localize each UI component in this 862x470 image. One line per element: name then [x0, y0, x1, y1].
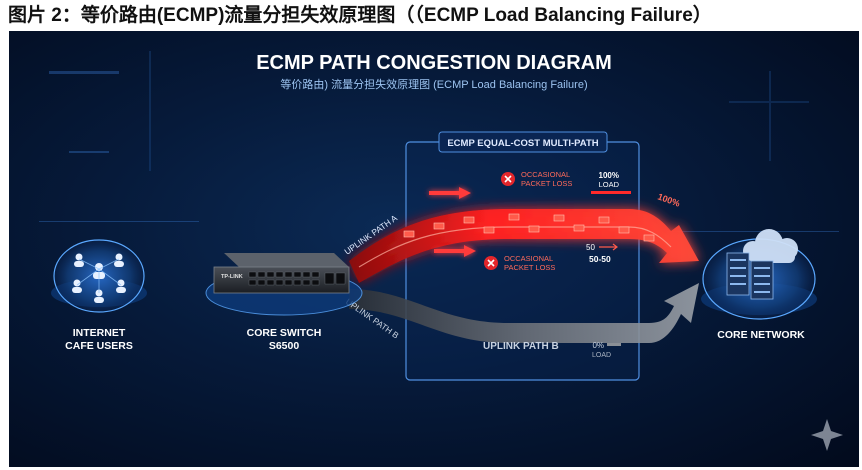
uplink-path-b	[349, 283, 699, 343]
path-b-load-bar	[607, 343, 621, 346]
path-a-load-bar	[591, 191, 631, 194]
warning-bottom-line1: OCCASIONAL	[504, 254, 553, 263]
warning-top-line1: OCCASIONAL	[521, 170, 570, 179]
figure-caption: 图片 2：等价路由(ECMP)流量分担失效原理图（（ECMP Load Bala…	[8, 5, 712, 26]
users-node	[51, 239, 147, 313]
path-a-load-value: 100%	[599, 171, 619, 180]
diagram-title: ECMP PATH CONGESTION DIAGRAM	[256, 52, 612, 74]
switch-node: TP-LINK	[205, 253, 363, 316]
flow-arrows	[429, 187, 476, 257]
packet	[433, 222, 445, 230]
packet	[403, 230, 415, 238]
warning-bottom: OCCASIONAL PACKET LOSS	[484, 254, 555, 272]
packet	[528, 225, 540, 233]
packet	[643, 234, 655, 242]
warning-top: OCCASIONAL PACKET LOSS	[501, 170, 572, 188]
packet	[573, 224, 585, 232]
packet	[553, 214, 565, 222]
switch-brand: TP-LINK	[221, 274, 243, 280]
path-a-load-label: LOAD	[599, 180, 620, 189]
switch-label-line2: S6500	[269, 340, 300, 352]
server-icon	[726, 252, 774, 300]
users-label-line1: INTERNET	[73, 327, 126, 339]
background-decor	[39, 51, 839, 232]
path-b-bottom-label: UPLINK PATH B	[483, 341, 559, 352]
packets	[403, 213, 655, 242]
path-b-load-value: 0%	[592, 341, 604, 350]
path-a-arrow-pct: 100%	[656, 191, 681, 208]
path-a-ratio-text: 50-50	[589, 254, 611, 264]
warning-bottom-line2: PACKET LOSS	[504, 263, 555, 272]
cloud-icon	[743, 229, 798, 263]
diagram-subtitle: 等价路由) 流量分担失效原理图 (ECMP Load Balancing Fai…	[280, 77, 587, 91]
diagram-canvas: ECMP PATH CONGESTION DIAGRAM 等价路由) 流量分担失…	[9, 31, 859, 467]
ecmp-box-label: ECMP EQUAL-COST MULTI-PATH	[447, 138, 598, 149]
packet	[598, 216, 610, 224]
core-network-label: CORE NETWORK	[717, 329, 805, 341]
warning-top-line2: PACKET LOSS	[521, 179, 572, 188]
sparkle-icon	[811, 419, 843, 451]
packet	[463, 216, 475, 224]
packet	[508, 213, 520, 221]
path-a-ratio-value: 50	[586, 243, 595, 252]
core-network-node	[701, 229, 817, 320]
packet	[618, 226, 630, 234]
switch-label-line1: CORE SWITCH	[247, 327, 322, 339]
packet	[483, 226, 495, 234]
users-label-line2: CAFE USERS	[65, 340, 133, 352]
arrow-right-icon	[599, 243, 618, 251]
ecmp-box-label-frame	[438, 131, 608, 153]
path-b-load-label: LOAD	[592, 352, 611, 359]
